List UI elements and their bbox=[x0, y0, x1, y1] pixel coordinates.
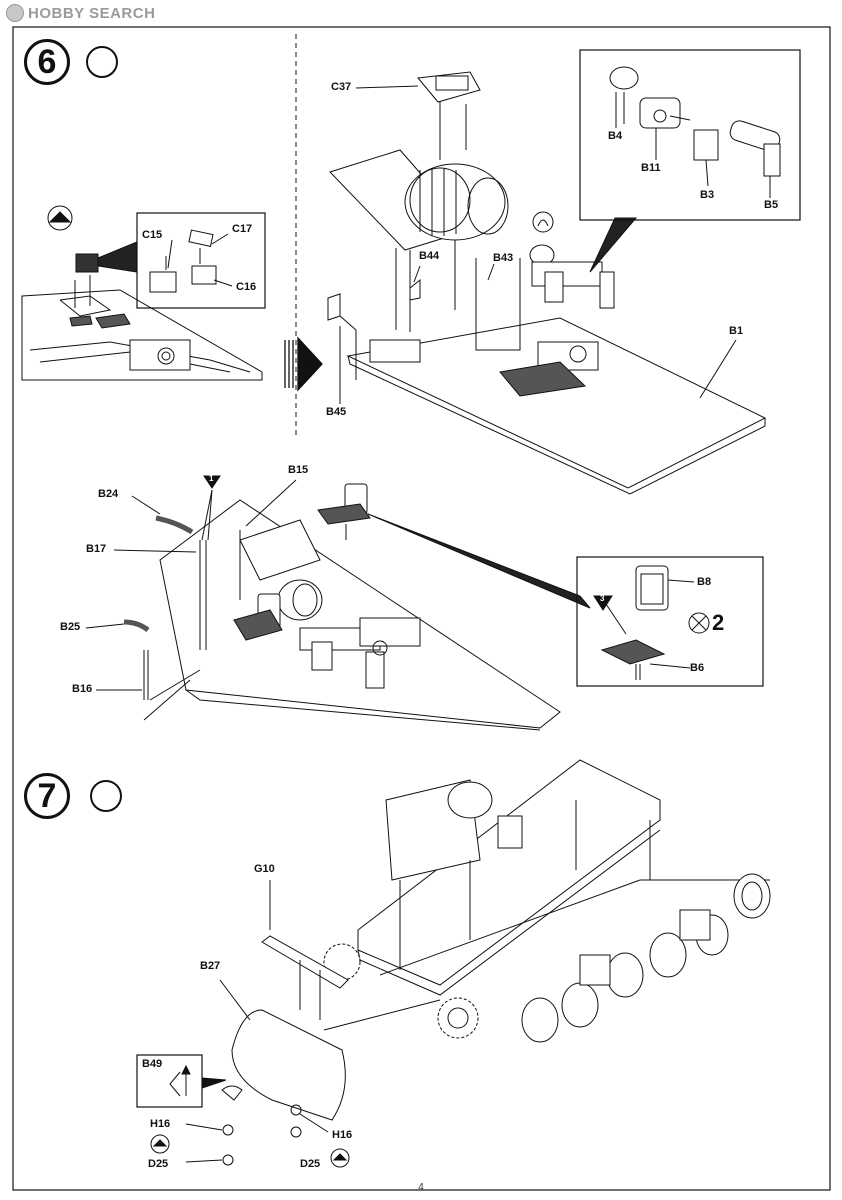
label-d25-left: D25 bbox=[148, 1158, 169, 1170]
step-7-marker: 7 bbox=[24, 773, 70, 819]
label-c15: C15 bbox=[142, 229, 163, 241]
label-b11: B11 bbox=[641, 162, 661, 174]
label-h16-right: H16 bbox=[332, 1129, 353, 1141]
label-b6: B6 bbox=[690, 662, 705, 674]
sprue-icon bbox=[47, 205, 73, 231]
hobby-search-logo-icon bbox=[6, 4, 24, 22]
callout-3-number: 3 bbox=[600, 594, 605, 603]
label-b27: B27 bbox=[200, 960, 221, 972]
hull-front-left-view bbox=[21, 275, 263, 381]
sprue-selector-icon-2 bbox=[330, 1148, 350, 1168]
page-number: 4 bbox=[418, 1182, 424, 1193]
step-6-marker: 6 bbox=[24, 39, 70, 85]
label-b17: B17 bbox=[86, 543, 107, 555]
label-b3: B3 bbox=[700, 189, 715, 201]
part-c-assembly bbox=[75, 253, 99, 273]
sprue-selector-icon bbox=[150, 1134, 170, 1154]
label-b8: B8 bbox=[697, 576, 712, 588]
nose-plate-b27 bbox=[231, 1009, 346, 1121]
watermark-text: HOBBY SEARCH bbox=[28, 4, 156, 22]
tip-bulb-icon bbox=[532, 211, 554, 233]
label-b4: B4 bbox=[608, 130, 623, 142]
quantity-multiplier: 2 bbox=[712, 610, 725, 635]
label-h16-left: H16 bbox=[150, 1118, 171, 1130]
label-d25-right: D25 bbox=[300, 1158, 321, 1170]
label-b45: B45 bbox=[326, 406, 347, 418]
label-c17: C17 bbox=[232, 223, 253, 235]
label-b16: B16 bbox=[72, 683, 93, 695]
label-b15: B15 bbox=[288, 464, 309, 476]
label-b44: B44 bbox=[419, 250, 440, 262]
label-b43: B43 bbox=[493, 252, 514, 264]
label-c37: C37 bbox=[331, 81, 352, 93]
multiply-icon bbox=[688, 612, 710, 634]
chassis-assembly bbox=[323, 759, 771, 1043]
inset-box-vision-block bbox=[576, 556, 764, 687]
page-frame bbox=[12, 26, 831, 1191]
hull-rear-view bbox=[123, 475, 591, 731]
engine-deck-assembly bbox=[327, 71, 767, 495]
step-flow-arrow bbox=[284, 336, 323, 392]
label-c16: C16 bbox=[236, 281, 257, 293]
label-b5: B5 bbox=[764, 199, 779, 211]
inset-box-c-parts bbox=[136, 212, 266, 309]
callout-1-number: 1 bbox=[209, 474, 214, 483]
cement-icon bbox=[86, 46, 118, 78]
callout-3-icon bbox=[593, 595, 613, 611]
watermark: HOBBY SEARCH bbox=[6, 4, 155, 22]
label-b49: B49 bbox=[142, 1058, 163, 1070]
track-strip-g10 bbox=[261, 935, 349, 989]
label-b24: B24 bbox=[98, 488, 119, 500]
cement-icon-step7 bbox=[90, 780, 122, 812]
inset-box-b-parts bbox=[579, 49, 801, 221]
label-g10: G10 bbox=[254, 863, 275, 875]
label-b25: B25 bbox=[60, 621, 81, 633]
callout-1-icon bbox=[203, 475, 221, 489]
label-b1: B1 bbox=[729, 325, 744, 337]
